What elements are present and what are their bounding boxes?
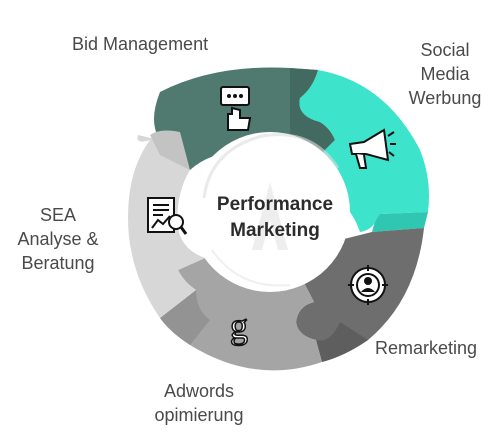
megaphone-icon	[348, 128, 396, 169]
center-title-line1: Performance	[216, 194, 334, 215]
report-chart-icon	[147, 197, 188, 235]
label-line: Media	[420, 64, 470, 84]
label-line: Beratung	[21, 253, 95, 273]
label-line: Bid Management	[72, 34, 209, 54]
label-line: SEA	[39, 205, 77, 225]
label-social-media-werbung: Social Media Werbung	[398, 38, 492, 110]
watermark-logo	[252, 182, 288, 250]
label-bid-management: Bid Management	[72, 32, 208, 56]
target-person-icon	[348, 265, 388, 305]
label-line: Remarketing	[375, 338, 478, 358]
label-remarketing: Remarketing	[375, 336, 477, 360]
label-line: Adwords	[163, 381, 235, 401]
google-g-icon: g	[229, 306, 249, 347]
label-line: opimierung	[154, 405, 244, 425]
label-adwords-opimierung: Adwords opimierung	[143, 379, 255, 427]
thumb-dialog-icon	[220, 86, 252, 131]
svg-text:g: g	[230, 306, 248, 346]
center-title-line2: Marketing	[230, 220, 320, 241]
label-line: Analyse &	[17, 229, 99, 249]
label-line: Social	[420, 40, 470, 60]
label-sea-analyse-beratung: SEA Analyse & Beratung	[14, 203, 102, 275]
label-line: Werbung	[408, 88, 482, 108]
center-title: Performance Marketing	[195, 192, 355, 244]
